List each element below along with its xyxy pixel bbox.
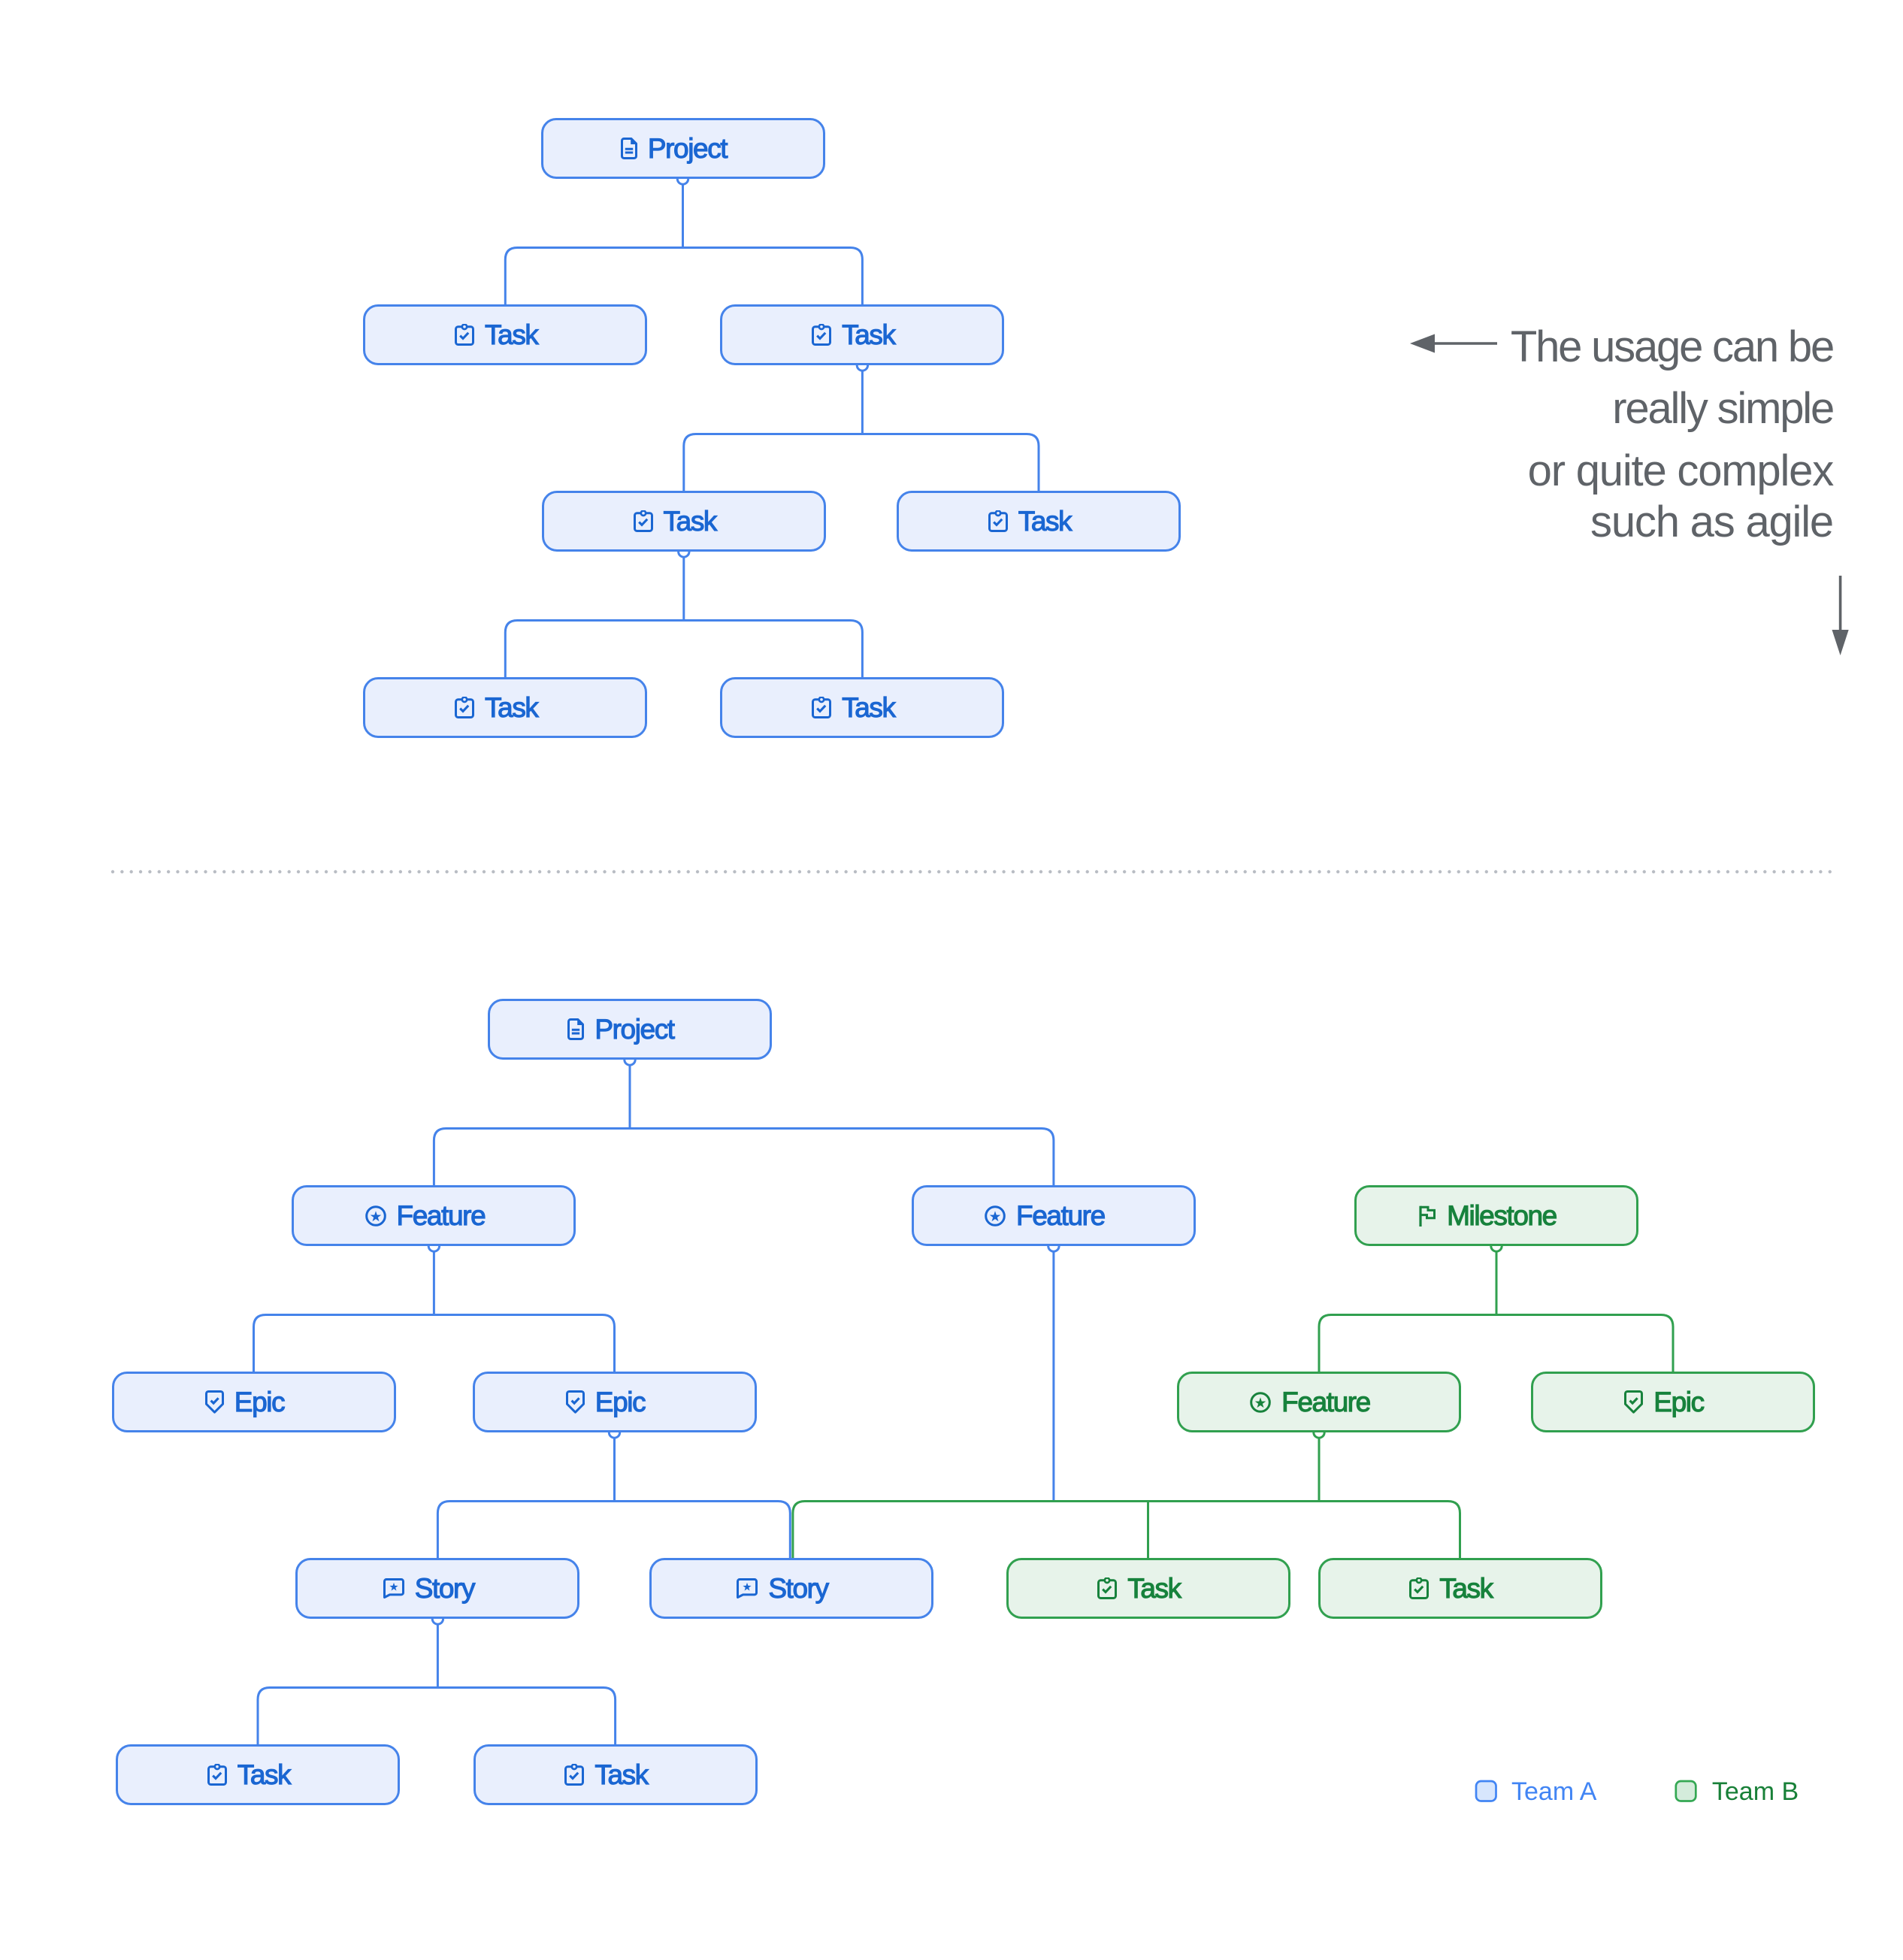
svg-text:really simple: really simple <box>1612 384 1833 433</box>
svg-text:The usage can be: The usage can be <box>1511 322 1833 371</box>
svg-text:or quite complex: or quite complex <box>1528 446 1835 495</box>
svg-text:such as agile: such as agile <box>1590 498 1833 546</box>
svg-text:Team B: Team B <box>1712 1777 1799 1806</box>
svg-text:Team A: Team A <box>1511 1777 1597 1806</box>
